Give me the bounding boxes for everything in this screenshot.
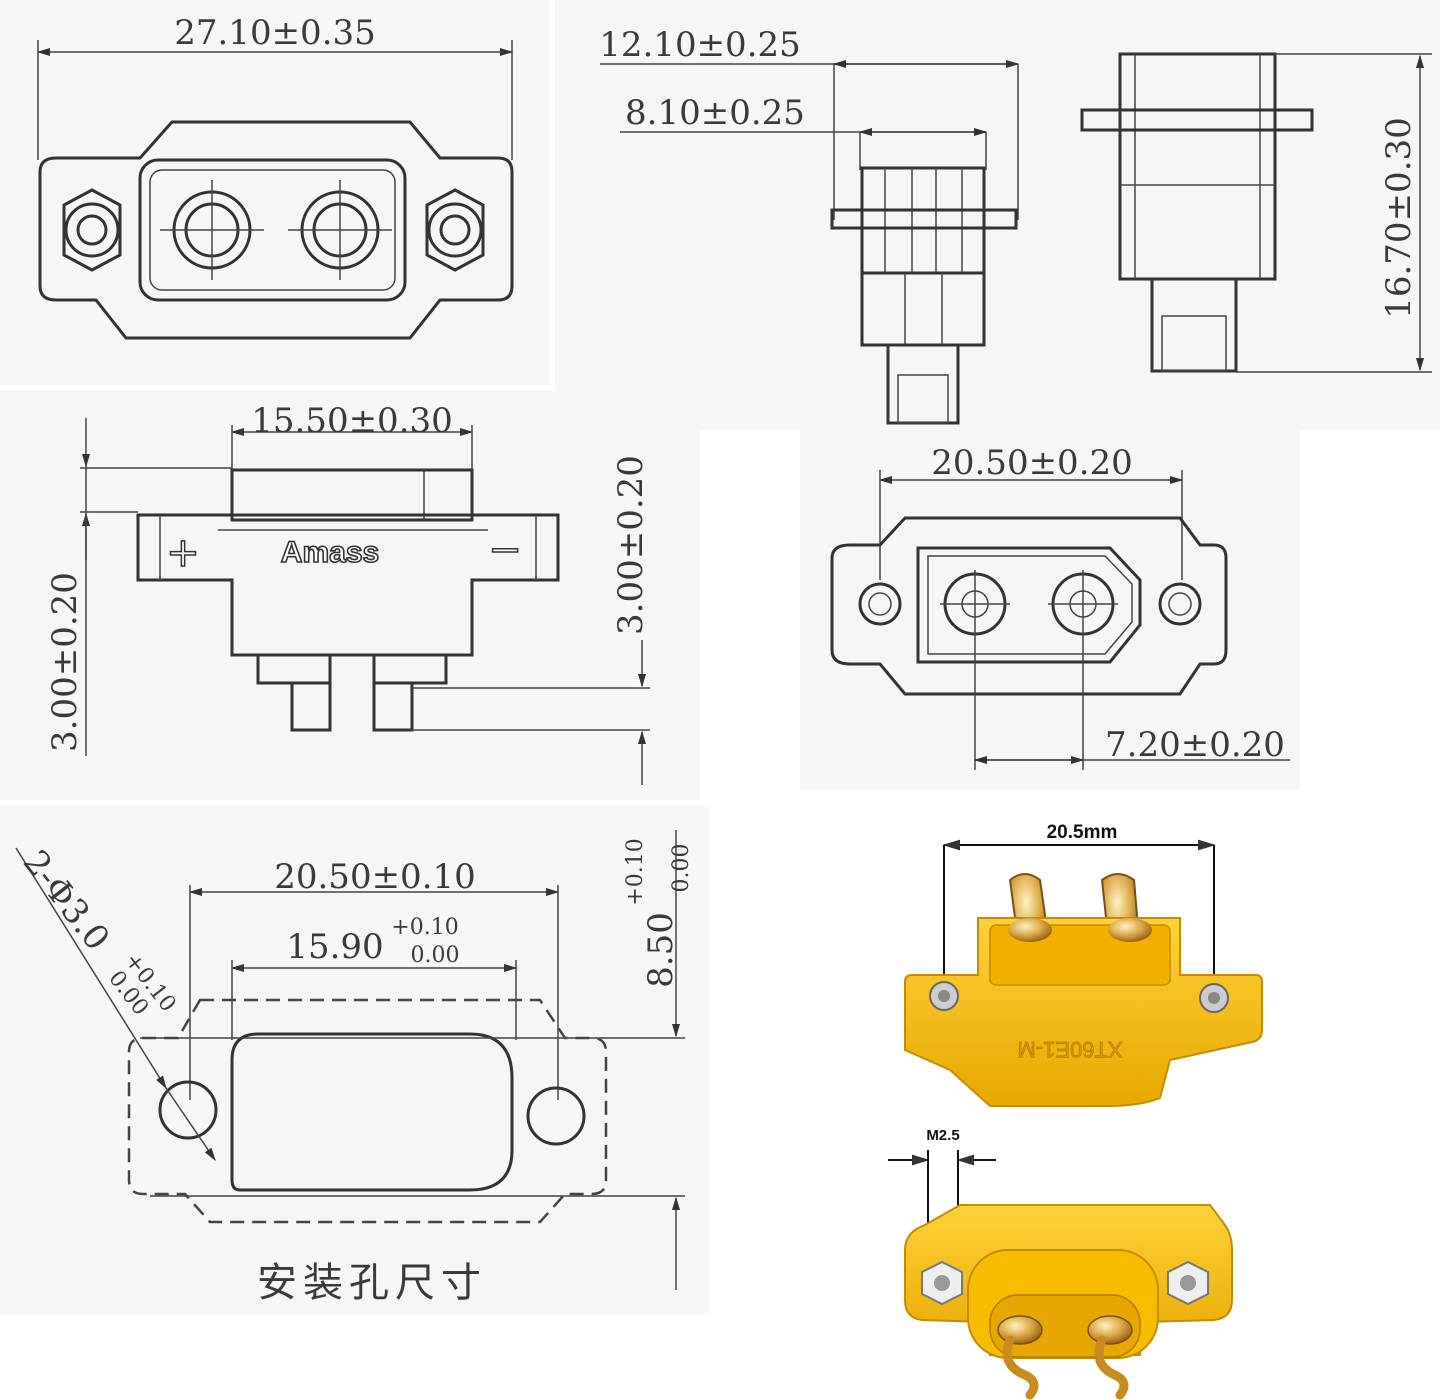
front-hex-left <box>62 188 122 272</box>
cutout-height-tol-lower: 0.00 <box>669 844 694 893</box>
connector-photo-rear: M2.5 <box>888 1127 1233 1400</box>
front-view: 27.10±0.35 <box>0 0 550 385</box>
front-pin-right <box>288 180 392 280</box>
front-width-dim: 27.10±0.35 <box>174 13 376 53</box>
cutout-inner-tol-lower: 0.00 <box>411 943 460 968</box>
front-pin-left <box>160 180 264 280</box>
minus-mark: − <box>488 527 522 573</box>
cutout-inner-tol-upper: +0.10 <box>391 915 458 940</box>
plus-mark: + <box>166 530 200 576</box>
brand-logo: Amass <box>281 536 379 569</box>
photo-pitch-label: 20.5mm <box>1047 822 1118 843</box>
side-view: 12.10±0.25 8.10±0.25 <box>555 0 1440 430</box>
panel-cutout-view: 20.50±0.10 15.90 +0.10 0.00 8.50 +0.10 0… <box>0 805 710 1315</box>
photo-thread-label: M2.5 <box>926 1127 959 1144</box>
cutout-height-dim: 8.50 <box>641 912 681 988</box>
cutout-caption: 安装孔尺寸 <box>257 1260 487 1306</box>
front-hex-right <box>425 188 485 272</box>
top-view: 15.50±0.30 + Amass − 3.00±0.20 3.00±0.20 <box>0 390 700 800</box>
side-outer-dim: 12.10±0.25 <box>599 25 801 65</box>
photo-model-text: XT60E1-M <box>1017 1037 1122 1062</box>
cutout-inner-dim: 15.90 <box>286 927 383 967</box>
rear-pin-pitch-dim: 7.20±0.20 <box>1105 725 1285 765</box>
cutout-height-tol-upper: +0.10 <box>623 838 648 905</box>
top-width-dim: 15.50±0.30 <box>251 401 453 441</box>
side-height-dim: 16.70±0.30 <box>1379 117 1419 319</box>
rear-pin-right <box>1048 570 1118 640</box>
cutout-outer-dim: 20.50±0.10 <box>274 857 476 897</box>
top-left-dim: 3.00±0.20 <box>45 572 85 752</box>
rear-pitch-dim: 20.50±0.20 <box>931 443 1133 483</box>
side-right-view: 16.70±0.30 <box>1080 52 1432 373</box>
top-right-dim: 3.00±0.20 <box>611 455 651 635</box>
rear-pin-left <box>940 570 1010 640</box>
connector-photo-front: 20.5mm XT60E1-M <box>904 822 1263 1107</box>
rear-view: 20.50±0.20 7.20±0.20 <box>800 430 1300 790</box>
side-inner-dim: 8.10±0.25 <box>625 93 805 133</box>
